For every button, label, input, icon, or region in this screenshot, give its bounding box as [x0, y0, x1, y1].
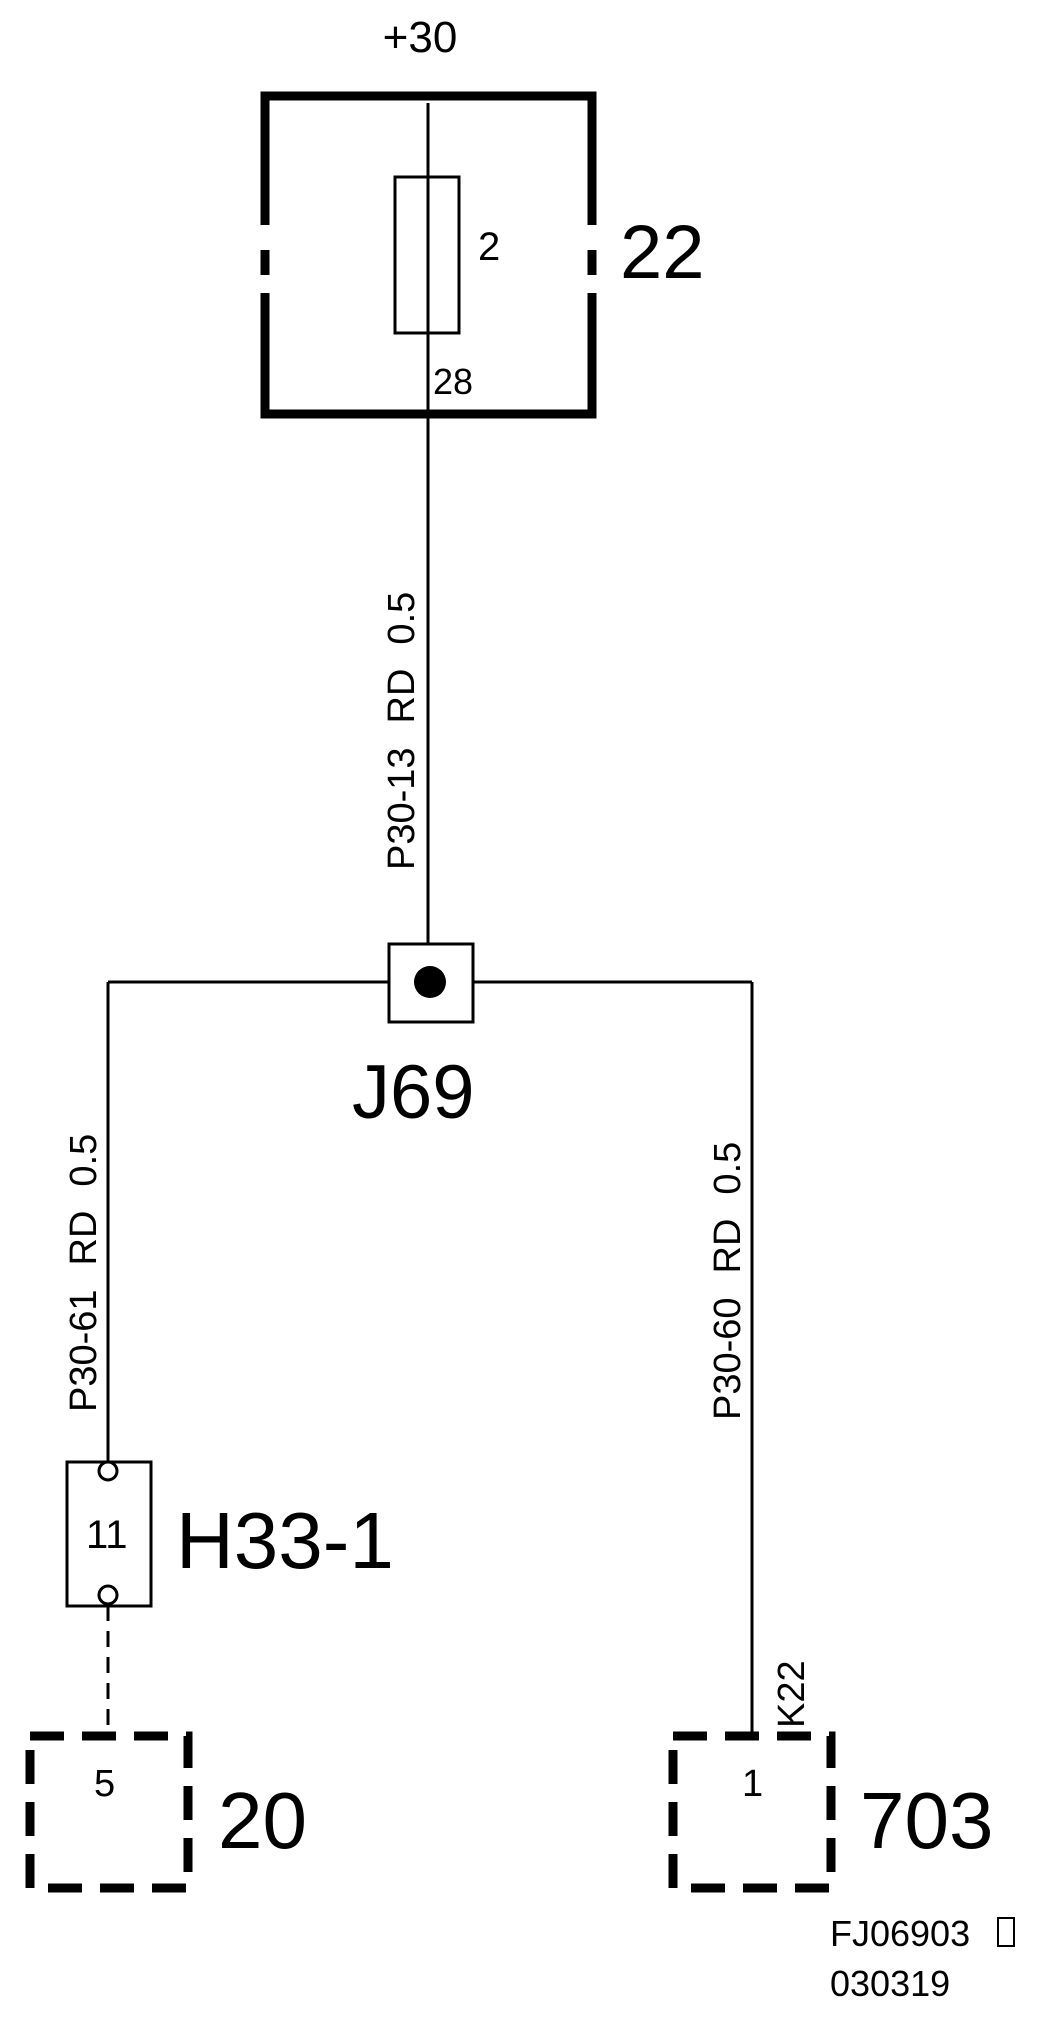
footer-code: FJ06903 — [830, 1913, 970, 1954]
wire-left-code: P30-61 — [63, 1289, 105, 1412]
component-703-number: 703 — [860, 1776, 993, 1865]
wire-right-label: P30-60 RD 0.5 — [707, 1142, 749, 1420]
wire-main-gauge: 0.5 — [381, 592, 423, 645]
wire-main-code: P30-13 — [381, 747, 423, 870]
wire-main-color: RD — [381, 669, 423, 724]
wire-left-color: RD — [63, 1211, 105, 1266]
wire-right-code: P30-60 — [707, 1297, 749, 1420]
wire-main-label: P30-13 RD 0.5 — [381, 592, 423, 870]
connector-h33-top-pin-icon — [97, 1460, 119, 1482]
fuse-number: 2 — [478, 225, 500, 269]
connector-h33-pin: 11 — [86, 1513, 128, 1557]
component-703-pin: 1 — [742, 1763, 763, 1805]
wire-left-gauge: 0.5 — [63, 1134, 105, 1187]
fuse-pin: 28 — [433, 361, 473, 402]
connector-h33-label: H33-1 — [176, 1496, 394, 1585]
component-703-box — [668, 1731, 836, 1893]
footer-box-glyph-icon — [997, 1917, 1015, 1947]
wire-left-label: P30-61 RD 0.5 — [63, 1134, 105, 1412]
wire-right-color: RD — [707, 1219, 749, 1274]
component-20-box — [25, 1731, 193, 1893]
supply-label: +30 — [383, 13, 458, 62]
wire-right-gauge: 0.5 — [707, 1142, 749, 1195]
footer-date: 030319 — [830, 1963, 950, 2004]
splice-dot-icon — [414, 966, 446, 998]
splice-label: J69 — [352, 1050, 475, 1135]
component-20-number: 20 — [218, 1776, 307, 1865]
connector-h33-box — [65, 1460, 153, 1608]
component-20-pin: 5 — [94, 1763, 115, 1805]
fuse-box-number: 22 — [620, 210, 705, 295]
component-703-terminal: K22 — [771, 1660, 813, 1728]
connector-h33-bottom-pin-icon — [97, 1584, 119, 1606]
